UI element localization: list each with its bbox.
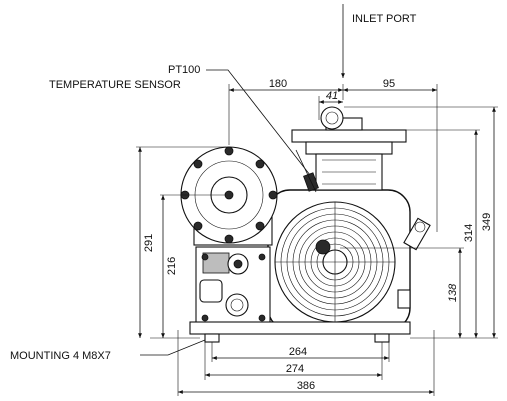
gearbox-detail bbox=[199, 252, 266, 322]
dimension-274: 274 bbox=[286, 363, 304, 375]
mounting-leader-line bbox=[140, 339, 206, 356]
dimension-left bbox=[136, 146, 226, 339]
cooling-fan-guard bbox=[274, 201, 396, 323]
dimension-41: 41 bbox=[326, 90, 338, 102]
dimension-138: 138 bbox=[447, 283, 459, 302]
inlet-port-label: INLET PORT bbox=[352, 13, 417, 25]
sensor-leader-line bbox=[206, 69, 311, 176]
dimension-top bbox=[228, 84, 438, 232]
temperature-sensor bbox=[295, 149, 319, 193]
dimension-314: 314 bbox=[463, 224, 475, 242]
dimension-216: 216 bbox=[166, 257, 178, 275]
sensor-label-line1: PT100 bbox=[168, 64, 200, 76]
dimension-bottom bbox=[177, 330, 435, 396]
dimension-264: 264 bbox=[289, 346, 307, 358]
dimension-right bbox=[340, 106, 498, 339]
mounting-label: MOUNTING 4 M8X7 bbox=[10, 350, 111, 362]
dimension-95: 95 bbox=[383, 78, 395, 90]
inlet-flange bbox=[320, 106, 344, 130]
sensor-label-line2: TEMPERATURE SENSOR bbox=[49, 79, 181, 91]
dimension-349: 349 bbox=[481, 213, 493, 231]
dimension-386: 386 bbox=[297, 380, 315, 392]
dimension-291: 291 bbox=[143, 234, 155, 252]
side-fitting bbox=[397, 217, 431, 309]
dimension-180: 180 bbox=[269, 78, 287, 90]
